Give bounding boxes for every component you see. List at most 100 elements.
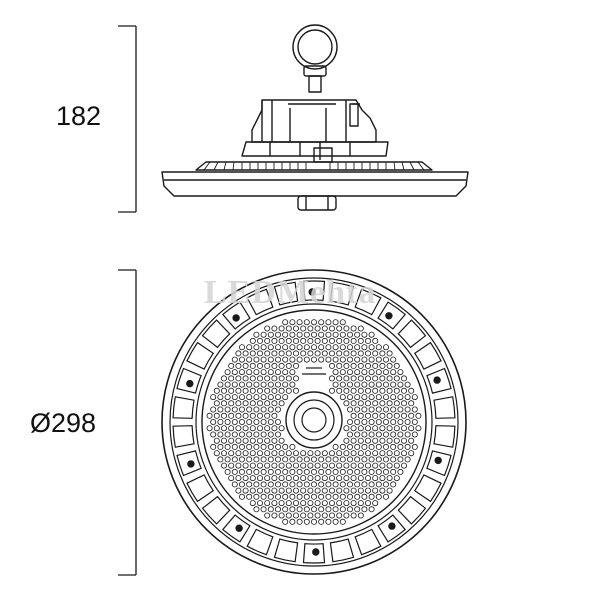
led-dot [386,425,393,432]
led-dot [382,369,389,376]
led-dot [300,325,307,332]
led-dot [271,500,278,507]
led-dot [249,412,256,419]
led-dot [354,493,361,500]
led-dot [397,418,404,425]
led-dot [404,431,411,438]
led-dot [332,344,339,351]
led-dot [285,350,292,357]
led-dot [303,344,310,351]
led-dot [361,406,368,413]
led-dot [375,468,382,475]
led-dot [274,381,281,388]
led-dot [256,362,263,369]
led-dot [224,443,231,450]
led-dot [260,431,267,438]
led-dot [400,437,407,444]
led-dot [256,387,263,394]
led-dot [274,431,281,438]
led-dot [400,412,407,419]
rim-slot [273,538,299,563]
led-dot [386,462,393,469]
led-dot [213,400,220,407]
rim-slot [354,528,382,556]
led-dot [253,406,260,413]
led-dot [346,481,353,488]
led-dot [408,437,415,444]
screw [187,460,195,468]
led-dot [386,400,393,407]
led-dot [310,506,317,513]
led-dot [246,369,253,376]
led-dot [325,493,332,500]
led-dot [390,369,397,376]
led-dot [274,369,281,376]
led-dot [390,406,397,413]
led-dot [375,493,382,500]
led-dot [368,418,375,425]
led-dot [411,431,418,438]
led-dot [296,344,303,351]
led-dot [336,450,343,457]
led-dot [235,475,242,482]
led-dot [390,443,397,450]
led-dot [382,493,389,500]
led-dot [393,400,400,407]
led-dot [296,493,303,500]
led-dot [238,418,245,425]
led-dot [404,443,411,450]
led-dot [224,394,231,401]
led-dot [332,319,339,326]
led-dot [217,443,224,450]
led-dot [379,362,386,369]
led-dot [267,394,274,401]
led-dot [253,443,260,450]
lamp-disc [161,171,469,197]
led-dot [325,331,332,338]
led-dot [271,337,278,344]
led-dot [372,500,379,507]
led-dot [282,356,289,363]
led-dot [339,381,346,388]
led-dot [260,394,267,401]
led-dot [325,481,332,488]
led-dot [364,362,371,369]
led-dot [318,456,325,463]
led-dot [404,394,411,401]
led-dot [220,400,227,407]
led-dot [332,468,339,475]
led-dot [260,493,267,500]
led-dot [278,325,285,332]
led-dot [354,456,361,463]
led-dot [343,375,350,382]
led-dot [292,337,299,344]
led-dot [382,443,389,450]
led-dot [260,443,267,450]
led-dot [343,437,350,444]
led-dot [408,400,415,407]
led-dot [372,425,379,432]
led-dot [354,331,361,338]
led-dot [339,493,346,500]
led-dot [278,475,285,482]
led-dot [339,319,346,326]
led-dot [364,487,371,494]
led-dot [282,331,289,338]
led-dot [220,450,227,457]
led-dot [393,362,400,369]
led-dot [292,450,299,457]
led-dot [210,431,217,438]
led-dot [368,431,375,438]
led-dot [321,475,328,482]
led-dot [238,394,245,401]
led-dot [289,331,296,338]
led-dot [231,418,238,425]
led-dot [253,493,260,500]
led-dot [372,400,379,407]
led-dot [238,456,245,463]
led-dot [393,412,400,419]
led-dot [289,493,296,500]
led-dot [364,412,371,419]
led-dot [368,493,375,500]
led-dot [357,375,364,382]
